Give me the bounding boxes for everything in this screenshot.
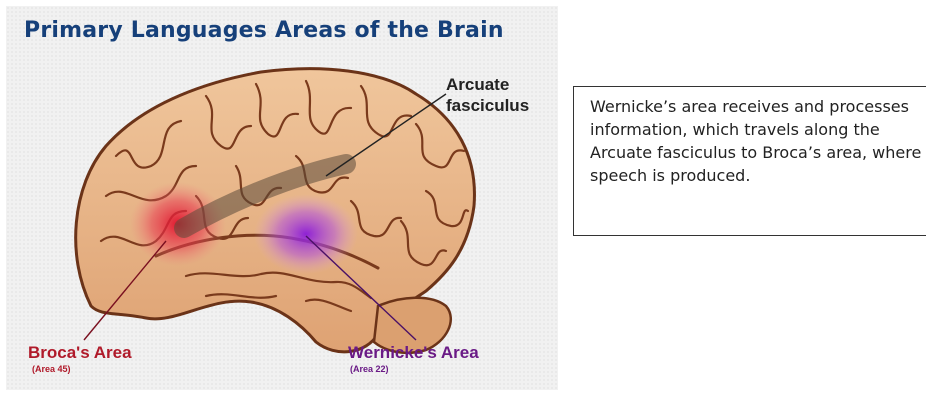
- arcuate-label-line2: fasciculus: [446, 95, 529, 116]
- broca-area-label: Broca's Area: [28, 343, 132, 363]
- description-text: Wernicke’s area receives and processes i…: [590, 97, 921, 185]
- arcuate-label-line1: Arcuate: [446, 74, 529, 95]
- description-text-box: Wernicke’s area receives and processes i…: [573, 86, 926, 236]
- broca-area-number: (Area 45): [32, 364, 71, 374]
- wernicke-area-label: Wernicke's Area: [348, 343, 479, 363]
- arcuate-fasciculus-label: Arcuate fasciculus: [446, 74, 529, 116]
- figure-title: Primary Languages Areas of the Brain: [24, 18, 504, 43]
- brain-diagram-figure: Primary Languages Areas of the Brain Arc…: [6, 6, 558, 390]
- brain-illustration: [6, 6, 558, 390]
- wernicke-area-number: (Area 22): [350, 364, 389, 374]
- wernicke-area-highlight: [254, 194, 358, 274]
